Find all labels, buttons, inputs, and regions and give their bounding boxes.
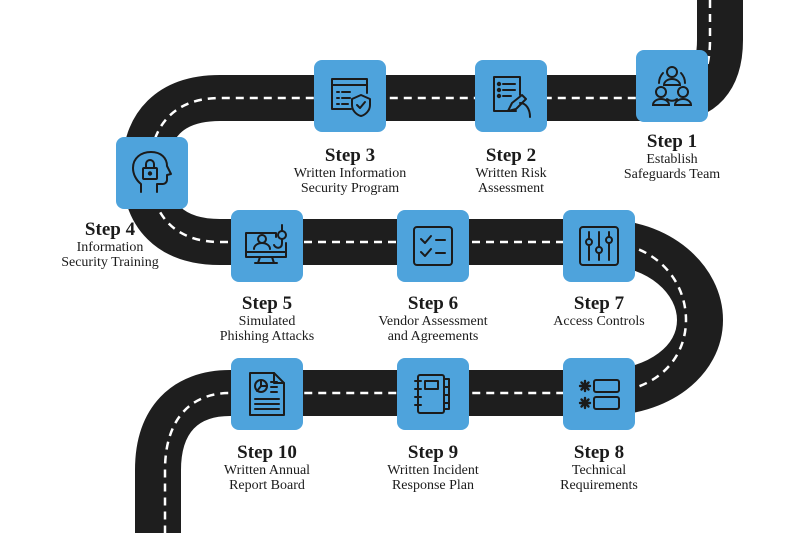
step-9-desc-line: Written Incident (387, 463, 479, 478)
browser-shield-icon (331, 78, 371, 117)
step-1-desc-line: Safeguards Team (623, 167, 721, 182)
step-10-desc-line: Written Annual (223, 463, 311, 478)
step-2-title: Step 2 (485, 145, 537, 166)
step-9-title: Step 9 (407, 442, 459, 463)
step-5-desc-line: Simulated (238, 314, 296, 329)
step-6-desc-line: Vendor Assessment (378, 314, 488, 329)
step-1-title: Step 1 (646, 131, 698, 152)
step-10-desc-line: Report Board (229, 478, 305, 493)
step-1-desc-line: Establish (646, 152, 698, 167)
step-10-box (231, 358, 303, 430)
team-icon (651, 66, 693, 106)
step-1-box (636, 50, 708, 122)
step-5-desc-line: Phishing Attacks (219, 329, 315, 344)
step-4-desc-line: Security Training (61, 255, 159, 270)
step-8-desc-line: Technical (571, 463, 627, 478)
step-6-desc-line: and Agreements (387, 329, 479, 344)
notebook-icon (414, 374, 450, 414)
step-7-desc-line: Access Controls (553, 314, 645, 329)
step-9-desc-line: Response Plan (391, 478, 475, 493)
step-2-desc-line: Assessment (477, 181, 545, 196)
step-8-label: Step 8 Technical Requirements (499, 442, 699, 494)
sliders-icon (579, 226, 619, 266)
step-5-box (231, 210, 303, 282)
step-10-title: Step 10 (237, 442, 297, 463)
step-3-box (314, 60, 386, 132)
step-1-label: Step 1 Establish Safeguards Team (572, 131, 772, 183)
step-3-desc-line: Security Program (300, 181, 400, 196)
step-4-label: Step 4 Information Security Training (10, 219, 210, 271)
step-2-box (475, 60, 547, 132)
step-7-box (563, 210, 635, 282)
step-3-label: Step 3 Written Information Security Prog… (250, 145, 450, 197)
step-6-title: Step 6 (407, 293, 459, 314)
step-5-title: Step 5 (241, 293, 293, 314)
step-7-label: Step 7 Access Controls (499, 293, 699, 330)
step-2-desc-line: Written Risk (475, 166, 547, 181)
step-4-title: Step 4 (84, 219, 136, 240)
step-8-desc-line: Requirements (560, 478, 638, 493)
step-9-label: Step 9 Written Incident Response Plan (333, 442, 533, 494)
step-8-title: Step 8 (573, 442, 625, 463)
step-8-box (563, 358, 635, 430)
report-chart-icon (249, 372, 285, 416)
step-3-title: Step 3 (324, 145, 376, 166)
monitor-phishing-hook-icon (245, 224, 287, 264)
password-fields-icon (578, 379, 620, 410)
step-2-label: Step 2 Written Risk Assessment (411, 145, 611, 197)
step-6-label: Step 6 Vendor Assessment and Agreements (333, 293, 533, 345)
step-4-box (116, 137, 188, 209)
step-5-label: Step 5 Simulated Phishing Attacks (167, 293, 367, 345)
head-lock-icon (132, 151, 172, 193)
step-3-desc-line: Written Information (293, 166, 407, 181)
checklist-icon (413, 226, 453, 266)
step-6-box (397, 210, 469, 282)
step-7-title: Step 7 (573, 293, 625, 314)
step-9-box (397, 358, 469, 430)
step-4-desc-line: Information (76, 240, 144, 255)
step-10-label: Step 10 Written Annual Report Board (167, 442, 367, 494)
document-sign-icon (493, 76, 531, 118)
